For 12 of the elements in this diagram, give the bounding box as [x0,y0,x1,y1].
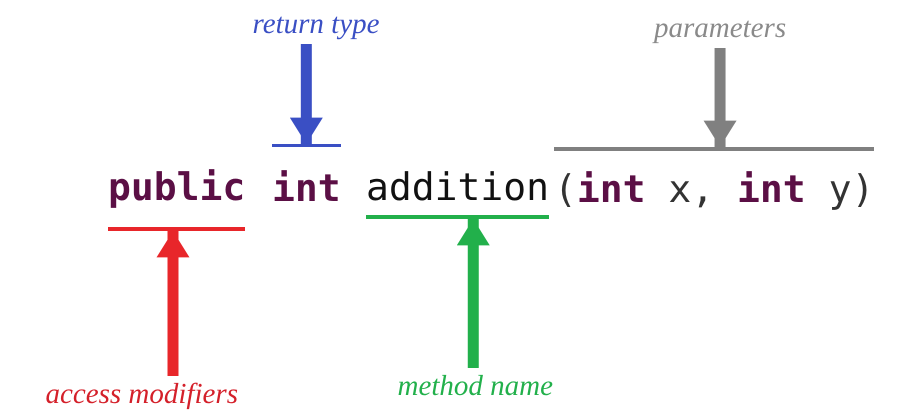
code-text: (int x, int y) [554,147,874,211]
code-text: int [272,144,341,210]
callout-label: method name [398,370,553,402]
code-text: public [108,165,246,231]
arrow [456,219,490,368]
code-text: addition [366,165,550,219]
callout-label: access modifiers [46,378,238,410]
callout-label: parameters [654,12,786,44]
callout-label: return type [252,8,380,40]
arrow [156,231,190,376]
arrow [290,44,323,144]
arrow [704,48,737,147]
